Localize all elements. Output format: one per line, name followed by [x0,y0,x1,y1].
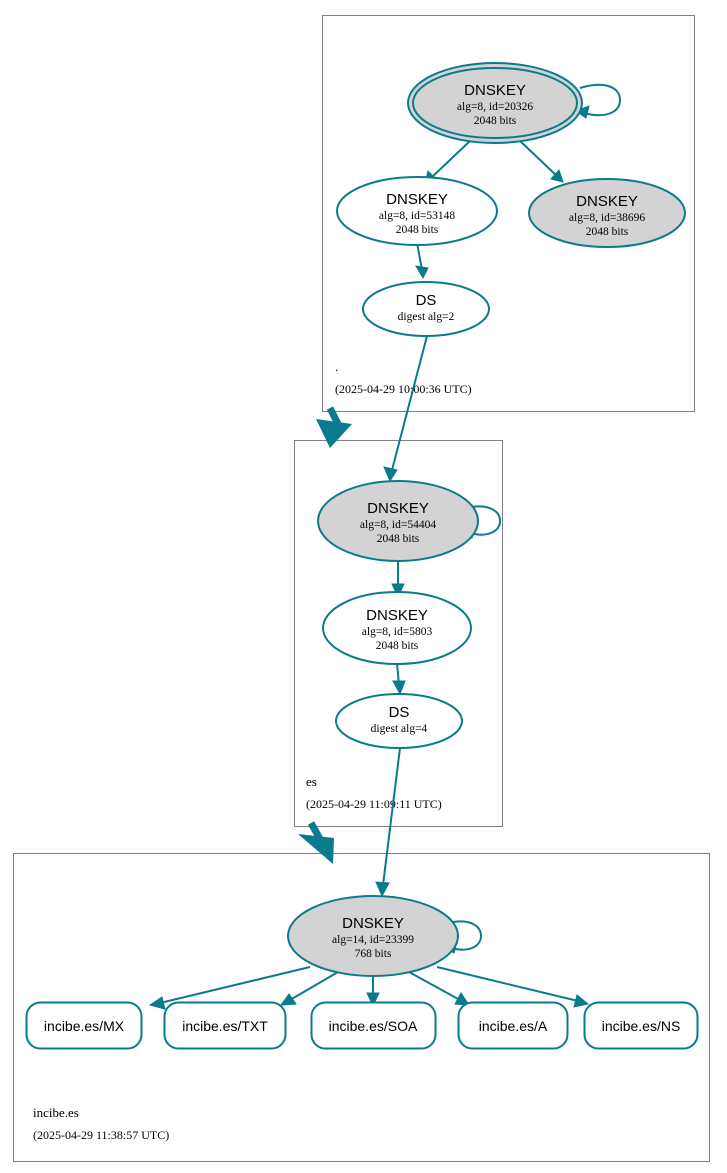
rrset-box-txt [163,1001,287,1050]
node-root-zsk-38696[interactable]: DNSKEY alg=8, id=38696 2048 bits [528,178,686,248]
node-root-zsk-53148-ellipse [336,176,498,246]
node-root-zsk-38696-type: DNSKEY [576,193,638,210]
node-root-ds[interactable]: DS digest alg=2 [362,281,490,337]
edge-delegation-es-to-incibe [298,821,334,864]
node-root-zsk-53148-detail: alg=8, id=53148 [379,210,455,222]
rrset-label-txt: incibe.es/TXT [182,1018,268,1034]
rrset-box-mx [25,1001,143,1050]
edge-rootds-to-esksk [383,335,428,483]
node-incibe-key-detail: alg=14, id=23399 [332,934,414,946]
node-root-zsk-53148-bits: 2048 bits [396,224,439,236]
node-root-ds-detail: digest alg=2 [398,311,455,323]
node-root-ksk-detail: alg=8, id=20326 [457,101,533,113]
node-root-ksk[interactable]: DNSKEY alg=8, id=20326 2048 bits [407,62,583,144]
edge-incibekey-to-a [408,971,470,1006]
zone-group-es: DNSKEY alg=8, id=54404 2048 bits DNSKEY … [294,440,503,827]
rrset-node-soa[interactable]: incibe.es/SOA [310,1001,437,1050]
node-es-zsk-detail: alg=8, id=5803 [362,626,433,638]
edge-incibekey-to-soa [366,977,380,1008]
zone-group-root: DNSKEY alg=8, id=20326 2048 bits DNSKEY … [322,15,695,412]
zone-label-root-name: . [335,359,338,374]
node-es-zsk-bits: 2048 bits [376,640,419,652]
rrset-box-soa [310,1001,437,1050]
node-es-ds-type: DS [389,704,410,721]
node-es-ksk[interactable]: DNSKEY alg=8, id=54404 2048 bits [317,480,479,562]
edge-esksk-to-eszsk [391,561,405,599]
edge-incibekey-to-txt [279,971,339,1006]
node-incibe-key-ellipse [287,895,459,977]
zone-label-incibe-name: incibe.es [33,1105,79,1120]
node-incibe-key-type: DNSKEY [342,915,404,932]
node-es-ds[interactable]: DS digest alg=4 [335,693,463,749]
node-incibe-key[interactable]: DNSKEY alg=14, id=23399 768 bits [287,895,459,977]
rrset-label-soa: incibe.es/SOA [329,1018,418,1034]
rrset-label-ns: incibe.es/NS [602,1018,681,1034]
node-root-zsk-38696-bits: 2048 bits [586,226,629,238]
node-es-ds-detail: digest alg=4 [371,723,428,735]
edge-zsk53148-to-ds [415,242,429,280]
edge-eszsk-to-esds [392,662,406,696]
node-es-zsk-ellipse [322,591,472,665]
edge-rootksk-to-zsk38696 [518,139,564,183]
edge-esds-to-incibekey [375,747,401,898]
node-es-ksk-detail: alg=8, id=54404 [360,519,436,531]
zone-label-root-timestamp: (2025-04-29 10:00:36 UTC) [335,382,472,396]
node-root-ds-type: DS [416,292,437,309]
node-root-zsk-38696-detail: alg=8, id=38696 [569,212,645,224]
rrset-node-ns[interactable]: incibe.es/NS [583,1001,699,1050]
node-root-ksk-inner-ellipse [412,67,578,139]
node-incibe-key-bits: 768 bits [355,948,392,960]
rrset-label-a: incibe.es/A [479,1018,548,1034]
node-es-ds-ellipse [335,693,463,749]
edge-rootksk-self-loop [574,83,622,119]
zone-label-es-name: es [306,774,317,789]
rrset-node-mx[interactable]: incibe.es/MX [25,1001,143,1050]
node-es-zsk[interactable]: DNSKEY alg=8, id=5803 2048 bits [322,591,472,665]
node-root-zsk-53148[interactable]: DNSKEY alg=8, id=53148 2048 bits [336,176,498,246]
node-root-ksk-type: DNSKEY [464,82,526,99]
edge-delegation-root-to-es [316,406,352,448]
rrset-box-ns [583,1001,699,1050]
rrset-label-mx: incibe.es/MX [44,1018,125,1034]
node-root-zsk-53148-type: DNSKEY [386,191,448,208]
rrset-box-a [457,1001,569,1050]
edge-incibekey-to-mx [148,966,311,1010]
node-root-ds-ellipse [362,281,490,337]
node-es-ksk-ellipse [317,480,479,562]
node-es-ksk-bits: 2048 bits [377,533,420,545]
zone-group-incibe: DNSKEY alg=14, id=23399 768 bits incibe.… [13,853,710,1162]
node-es-zsk-type: DNSKEY [366,607,428,624]
node-root-ksk-bits: 2048 bits [474,115,517,127]
zone-label-incibe-timestamp: (2025-04-29 11:38:57 UTC) [33,1128,169,1142]
node-es-ksk-type: DNSKEY [367,500,429,517]
edge-incibekey-to-ns [436,966,590,1008]
rrset-node-a[interactable]: incibe.es/A [457,1001,569,1050]
rrset-node-txt[interactable]: incibe.es/TXT [163,1001,287,1050]
zone-label-es-timestamp: (2025-04-29 11:09:11 UTC) [306,797,442,811]
node-root-zsk-38696-ellipse [528,178,686,248]
